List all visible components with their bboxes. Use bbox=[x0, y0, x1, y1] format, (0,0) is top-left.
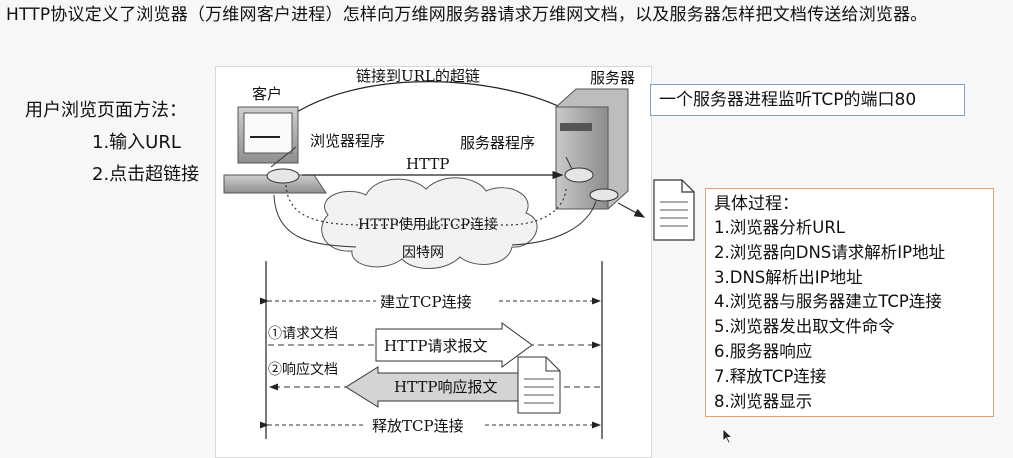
port-note-box: 一个服务器进程监听TCP的端口80 bbox=[650, 84, 965, 116]
user-methods-title: 用户浏览页面方法： bbox=[25, 100, 187, 121]
internet-cloud bbox=[321, 177, 538, 269]
process-panel: 具体过程： 1.浏览器分析URL 2.浏览器向DNS请求解析IP地址 3.DNS… bbox=[705, 188, 994, 417]
cloud-internet-label: 因特网 bbox=[402, 245, 444, 261]
request-doc-label: ①请求文档 bbox=[268, 326, 338, 342]
establish-tcp-label: 建立TCP连接 bbox=[380, 293, 472, 311]
hyperlink-arc bbox=[277, 81, 570, 126]
http-response-label: HTTP响应报文 bbox=[394, 378, 497, 396]
process-title: 具体过程： bbox=[714, 194, 799, 214]
intro-paragraph: HTTP协议定义了浏览器（万维网客户进程）怎样向万维网服务器请求万维网文档，以及… bbox=[6, 5, 928, 25]
process-step: 4.浏览器与服务器建立TCP连接 bbox=[714, 292, 942, 312]
release-tcp-label: 释放TCP连接 bbox=[372, 417, 464, 435]
process-step: 8.浏览器显示 bbox=[714, 391, 813, 411]
process-step: 3.DNS解析出IP地址 bbox=[714, 267, 863, 287]
method-item-click-link: 2.点击超链接 bbox=[92, 164, 200, 185]
process-step: 7.释放TCP连接 bbox=[714, 366, 827, 386]
server-document-icon bbox=[653, 179, 695, 241]
tcp-dotted-path bbox=[285, 184, 567, 226]
http-request-label: HTTP请求报文 bbox=[384, 337, 487, 355]
server-icon bbox=[555, 88, 629, 210]
process-step: 5.浏览器发出取文件命令 bbox=[714, 317, 895, 337]
client-computer-icon bbox=[223, 106, 327, 194]
server-program-label: 服务器程序 bbox=[460, 134, 535, 152]
process-step: 2.浏览器向DNS请求解析IP地址 bbox=[714, 242, 946, 262]
document-icon bbox=[517, 356, 561, 414]
server-label: 服务器 bbox=[590, 69, 635, 87]
response-doc-label: ②响应文档 bbox=[268, 361, 338, 378]
http-label: HTTP bbox=[406, 155, 449, 173]
mouse-pointer-icon bbox=[722, 428, 734, 444]
process-step: 6.服务器响应 bbox=[714, 341, 813, 361]
process-step: 1.浏览器分析URL bbox=[714, 218, 845, 237]
client-label: 客户 bbox=[252, 85, 282, 103]
http-diagram: 客户 服务器 链接到URL的超链 浏览器程序 服务器程序 HTTP bbox=[215, 66, 652, 458]
browser-program-label: 浏览器程序 bbox=[310, 132, 385, 150]
http-request-message-box bbox=[375, 322, 533, 368]
method-item-enter-url: 1.输入URL bbox=[92, 132, 181, 153]
hyperlink-label: 链接到URL的超链 bbox=[356, 67, 480, 85]
